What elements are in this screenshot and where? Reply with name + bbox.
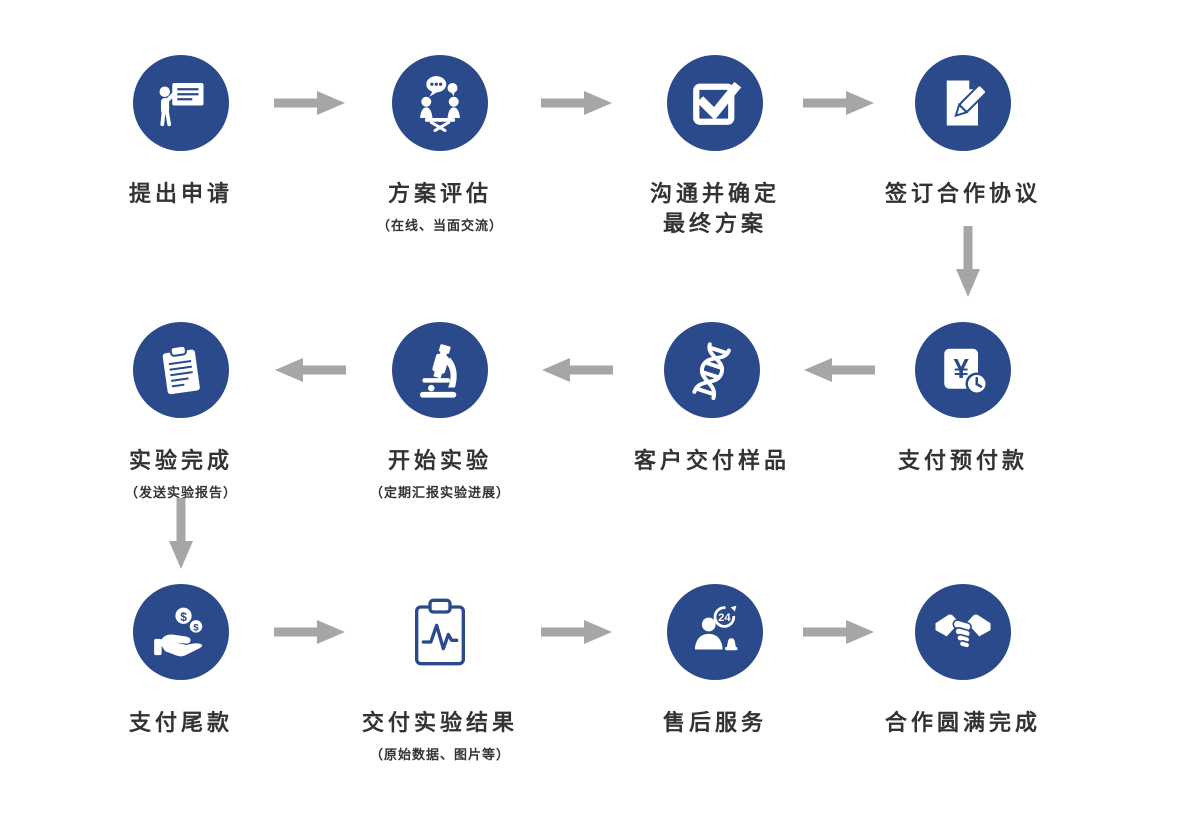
arrow-right-icon — [803, 619, 875, 645]
step-circle — [392, 584, 488, 680]
step-circle: $ $ — [133, 584, 229, 680]
step-circle — [392, 55, 488, 151]
step-circle: ¥ — [915, 322, 1011, 418]
results-clipboard-icon — [415, 598, 465, 666]
microscope-icon — [420, 344, 457, 398]
step-label: 开始实验 — [387, 448, 492, 473]
sign-contract-icon — [946, 80, 987, 126]
step-complete: 合作圆满完成 — [828, 584, 1098, 738]
handshake-icon — [935, 614, 991, 649]
svg-text:$: $ — [180, 610, 187, 624]
arrow-left-icon — [274, 357, 346, 383]
step-evaluate: 方案评估 （在线、当面交流） — [305, 55, 575, 234]
svg-text:24: 24 — [718, 612, 731, 624]
step-label: 售后服务 — [662, 710, 767, 735]
step-circle — [133, 322, 229, 418]
step-circle — [664, 322, 760, 418]
step-final-payment: $ $ 支付尾款 — [46, 584, 316, 738]
step-circle — [915, 55, 1011, 151]
step-experiment-done: 实验完成 （发送实验报告） — [46, 322, 316, 501]
step-label: 提出申请 — [128, 181, 233, 206]
step-apply: 提出申请 — [46, 55, 316, 209]
arrow-right-icon — [274, 90, 346, 116]
step-confirm-plan: 沟通并确定 最终方案 — [580, 55, 850, 238]
arrow-right-icon — [541, 90, 613, 116]
arrow-down-icon — [955, 226, 981, 298]
step-deliver-samples: 客户交付样品 — [577, 322, 847, 476]
step-label: 实验完成 — [128, 448, 233, 473]
step-label: 客户交付样品 — [633, 448, 790, 473]
arrow-down-icon — [168, 498, 194, 570]
svg-text:$: $ — [193, 622, 199, 632]
report-clipboard-icon — [162, 344, 200, 395]
step-sublabel: （原始数据、图片等） — [369, 746, 510, 762]
presentation-board-icon — [159, 83, 204, 127]
step-deliver-results: 交付实验结果 （原始数据、图片等） — [305, 584, 575, 763]
svg-text:¥: ¥ — [953, 353, 969, 384]
step-start-experiment: 开始实验 （定期汇报实验进展） — [305, 322, 575, 501]
dna-sample-icon — [692, 342, 731, 400]
hand-coins-icon: $ $ — [154, 607, 203, 657]
step-sign-agreement: 签订合作协议 — [828, 55, 1098, 209]
step-label: 支付尾款 — [128, 710, 233, 735]
step-circle — [667, 55, 763, 151]
arrow-left-icon — [541, 357, 613, 383]
step-prepay: ¥ 支付预付款 — [828, 322, 1098, 476]
step-circle — [915, 584, 1011, 680]
step-label: 交付实验结果 — [361, 710, 518, 735]
prepayment-icon: ¥ — [944, 348, 988, 395]
step-label: 沟通并确定 最终方案 — [649, 181, 780, 236]
discussion-icon — [420, 76, 460, 132]
checkbox-icon — [693, 81, 742, 125]
step-circle — [133, 55, 229, 151]
step-sublabel: （发送实验报告） — [124, 484, 237, 500]
arrow-right-icon — [274, 619, 346, 645]
step-label: 方案评估 — [387, 181, 492, 206]
step-circle — [392, 322, 488, 418]
step-label: 签订合作协议 — [884, 181, 1041, 206]
step-label: 支付预付款 — [897, 448, 1028, 473]
arrow-right-icon — [541, 619, 613, 645]
arrow-right-icon — [803, 90, 875, 116]
step-label: 合作圆满完成 — [884, 710, 1041, 735]
service-24h-icon: 24 — [695, 605, 738, 651]
step-sublabel: （在线、当面交流） — [376, 217, 503, 233]
step-sublabel: （定期汇报实验进展） — [369, 484, 510, 500]
step-circle: 24 — [667, 584, 763, 680]
arrow-left-icon — [803, 357, 875, 383]
step-after-sales: 24 售后服务 — [580, 584, 850, 738]
